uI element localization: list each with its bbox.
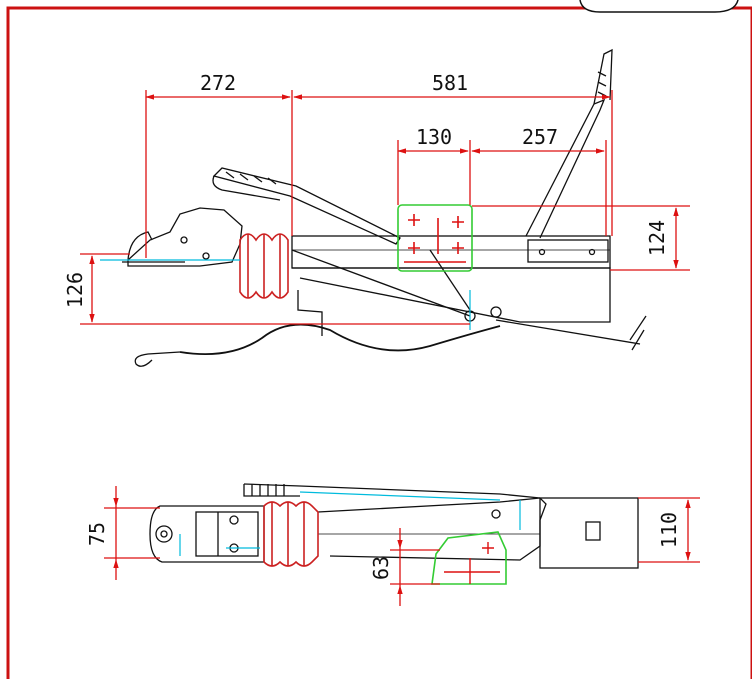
top-centerlines <box>179 491 521 556</box>
side-dimensions <box>80 90 690 325</box>
side-view <box>122 48 647 367</box>
handbrake-lever-top <box>243 483 541 499</box>
housing-lower <box>292 267 611 323</box>
coupling-head <box>127 207 243 267</box>
coupling-head-top <box>149 505 265 563</box>
dim-63: 63 <box>369 556 393 580</box>
mount-plate-top <box>431 531 507 585</box>
dim-110: 110 <box>657 512 681 548</box>
top-dimension-labels: 75 63 110 <box>85 512 681 580</box>
breakaway-cable <box>179 323 501 355</box>
dim-130: 130 <box>416 125 452 149</box>
support-arm <box>525 98 606 239</box>
cable-hook <box>134 351 181 367</box>
dim-75: 75 <box>85 522 109 546</box>
dim-257: 257 <box>522 125 558 149</box>
bellows-top <box>263 501 319 567</box>
dim-272: 272 <box>200 71 236 95</box>
mount-bolts-top <box>444 542 500 584</box>
bellows <box>239 233 289 299</box>
dim-124: 124 <box>645 220 669 256</box>
dim-126: 126 <box>63 272 87 308</box>
side-centerlines <box>100 259 471 330</box>
top-view <box>149 483 639 569</box>
end-housing-top <box>539 497 639 569</box>
handbrake-lever <box>212 167 401 245</box>
mount-bolts-side <box>404 214 466 263</box>
draw-tube <box>291 235 611 269</box>
dim-581: 581 <box>432 71 468 95</box>
drawing-frame <box>6 0 752 679</box>
draw-tube-top <box>317 497 547 561</box>
top-dimensions <box>104 486 700 606</box>
brake-rod <box>291 249 471 317</box>
mount-plate-side <box>397 204 473 272</box>
title-tab <box>579 0 739 13</box>
end-bracket <box>527 239 609 263</box>
side-dimension-labels: 272 581 130 257 124 126 <box>63 71 669 308</box>
